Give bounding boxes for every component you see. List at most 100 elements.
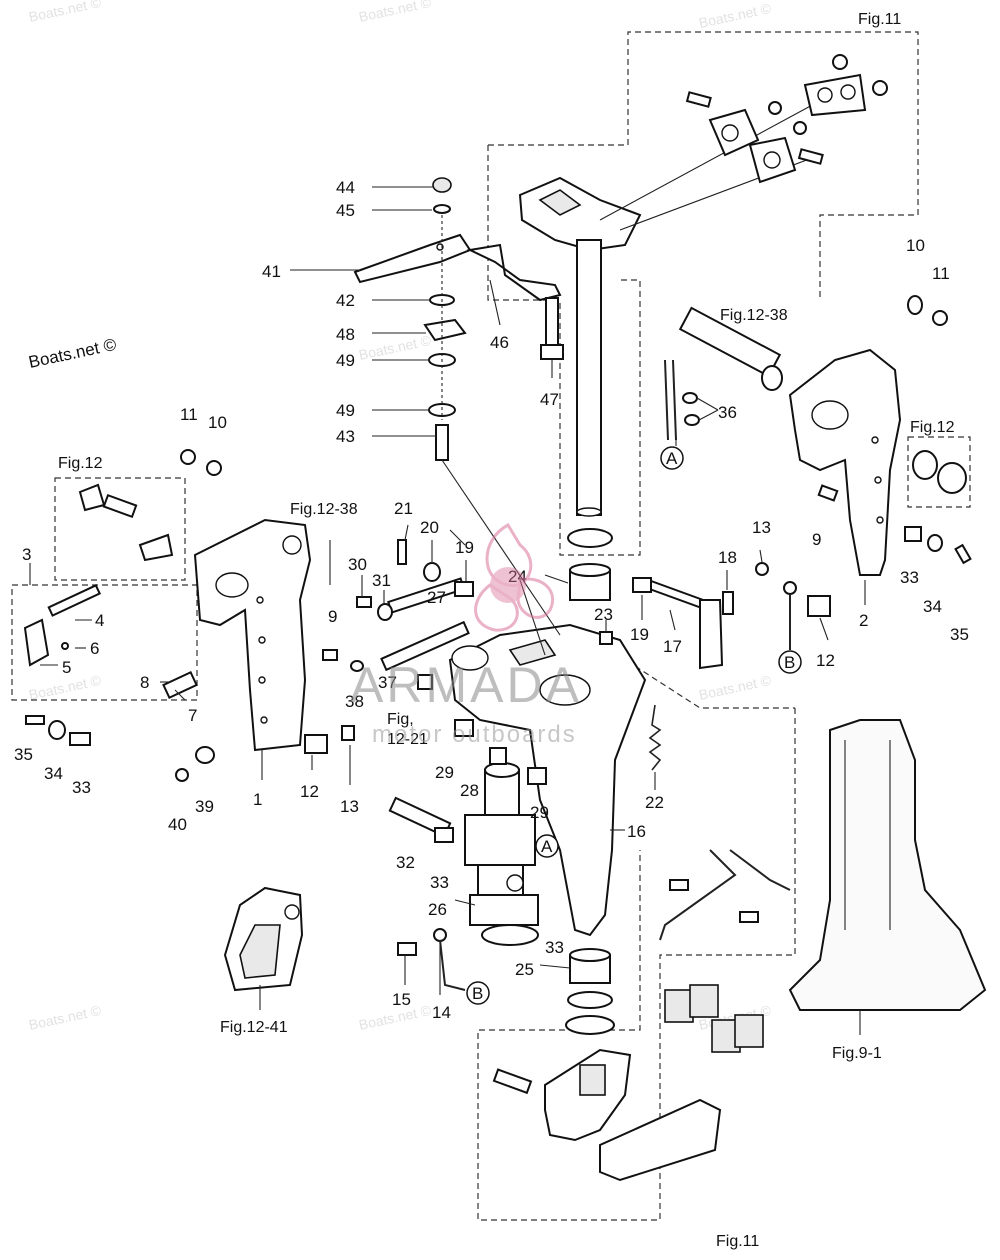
part-label-29-right: 29 bbox=[530, 803, 549, 822]
tilt-stop-lever-17 bbox=[632, 576, 734, 670]
fig11-top-box-right bbox=[488, 31, 919, 300]
watermark-text: Boats.net © bbox=[27, 0, 103, 25]
fig-ref-fig11-top: Fig.11 bbox=[858, 11, 901, 28]
part-label-49-upper: 49 bbox=[336, 351, 355, 370]
steering-arm-link-plate bbox=[803, 73, 867, 117]
part-label-41: 41 bbox=[262, 262, 281, 281]
lower-bushing-25 bbox=[565, 948, 615, 1035]
steering-friction-plate bbox=[466, 243, 562, 302]
part-label-39: 39 bbox=[195, 797, 214, 816]
left-bracket-bolts bbox=[25, 649, 355, 782]
part-label-44: 44 bbox=[336, 178, 355, 197]
part-label-31: 31 bbox=[372, 571, 391, 590]
svg-text:A: A bbox=[666, 449, 678, 468]
fig11-bottom-box bbox=[477, 708, 796, 1221]
part-label-37: 37 bbox=[378, 673, 397, 692]
part-label-34-left: 34 bbox=[44, 764, 63, 783]
svg-text:B: B bbox=[472, 984, 483, 1003]
misc-hardware-center bbox=[350, 539, 613, 785]
armada-sub-text: motor outboards bbox=[372, 721, 577, 748]
watermark-text: Boats.net © bbox=[27, 1002, 103, 1033]
part-label-47: 47 bbox=[540, 390, 559, 409]
part-label-13-right: 13 bbox=[752, 518, 771, 537]
part-label-30: 30 bbox=[348, 555, 367, 574]
part-label-19-right: 19 bbox=[630, 625, 649, 644]
part-label-23: 23 bbox=[594, 605, 613, 624]
part-label-5: 5 bbox=[62, 658, 71, 677]
fig-ref-fig12-21-line1: Fig, bbox=[387, 711, 414, 728]
part-label-4: 4 bbox=[95, 611, 104, 630]
part-label-38: 38 bbox=[345, 692, 364, 711]
swivel-bracket bbox=[448, 623, 647, 937]
part-label-12-left: 12 bbox=[300, 782, 319, 801]
part-label-10-left: 10 bbox=[208, 413, 227, 432]
part-label-9-right: 9 bbox=[812, 530, 821, 549]
small-bolts-top bbox=[685, 54, 888, 165]
fig11-bottom-box-link bbox=[609, 649, 795, 709]
part3-group-box bbox=[11, 584, 198, 701]
tilt-pins bbox=[388, 796, 454, 843]
part-label-8: 8 bbox=[140, 673, 149, 692]
part-label-40: 40 bbox=[168, 815, 187, 834]
steering-bracket-upper bbox=[518, 89, 841, 252]
part-label-35-left: 35 bbox=[14, 745, 33, 764]
part-label-19-left: 19 bbox=[455, 538, 474, 557]
tilt-handle bbox=[223, 886, 304, 992]
part-label-6: 6 bbox=[90, 639, 99, 658]
tilt-shaft bbox=[380, 577, 470, 672]
anode-bolts-36 bbox=[682, 392, 700, 426]
clamp-screw-fig12-38 bbox=[678, 306, 783, 391]
fig12-left-box bbox=[54, 477, 186, 581]
friction-lever-stack bbox=[353, 177, 472, 461]
part-label-1: 1 bbox=[253, 790, 262, 809]
part-label-13-left: 13 bbox=[340, 797, 359, 816]
dashed-reference-boxes bbox=[11, 31, 971, 1221]
boats-net-copyright: Boats.net © bbox=[27, 335, 119, 372]
clamp-bracket-left bbox=[193, 518, 312, 752]
fig-ref-fig12-right: Fig.12 bbox=[910, 419, 955, 436]
part-label-32: 32 bbox=[396, 853, 415, 872]
watermark-text: Boats.net © bbox=[697, 672, 773, 703]
part-label-33-low: 33 bbox=[545, 938, 564, 957]
callout-b-upper: B bbox=[778, 650, 802, 674]
trim-adjust-group bbox=[23, 584, 198, 700]
part-label-14: 14 bbox=[432, 1003, 451, 1022]
fig-ref-fig12-left: Fig.12 bbox=[58, 455, 103, 472]
part-label-18: 18 bbox=[718, 548, 737, 567]
part-label-28: 28 bbox=[460, 781, 479, 800]
armada-brand-text: ARMADA bbox=[350, 657, 582, 713]
part-number-labels: 1 2 3 4 5 6 7 8 9 9 10 10 11 11 12 12 13… bbox=[14, 178, 969, 1022]
part-label-33-right: 33 bbox=[900, 568, 919, 587]
part-label-46: 46 bbox=[490, 333, 509, 352]
part-label-45: 45 bbox=[336, 201, 355, 220]
part-label-36: 36 bbox=[718, 403, 737, 422]
return-spring-22 bbox=[648, 704, 662, 771]
right-bracket-hardware bbox=[755, 295, 972, 617]
part-label-12-right: 12 bbox=[816, 651, 835, 670]
fig-ref-fig11-bottom: Fig.11 bbox=[716, 1233, 759, 1250]
callout-a-upper: A bbox=[660, 446, 684, 470]
part-label-2: 2 bbox=[859, 611, 868, 630]
clamp-bracket-left-hardware bbox=[78, 449, 222, 562]
ground-wire-b-upper bbox=[783, 581, 797, 650]
fig11-top-box-left bbox=[487, 145, 641, 556]
part-label-22: 22 bbox=[645, 793, 664, 812]
part-label-20: 20 bbox=[420, 518, 439, 537]
part-label-49-lower: 49 bbox=[336, 401, 355, 420]
callout-a-lower: A bbox=[535, 834, 559, 858]
armada-logo-watermark: ARMADA motor outboards bbox=[350, 523, 582, 748]
lower-casing-fig9-1 bbox=[788, 719, 987, 1011]
part-label-33-mid: 33 bbox=[430, 873, 449, 892]
steering-shaft bbox=[576, 239, 602, 517]
part-label-9-left: 9 bbox=[328, 607, 337, 626]
part-label-43: 43 bbox=[336, 427, 355, 446]
part-label-10-right: 10 bbox=[906, 236, 925, 255]
clamp-bracket-right bbox=[788, 348, 902, 576]
part-label-16: 16 bbox=[627, 822, 646, 841]
tie-rod-brackets bbox=[708, 108, 797, 184]
fig-ref-fig12-38-left: Fig.12-38 bbox=[290, 501, 358, 518]
shaft-bushing-stack bbox=[567, 528, 613, 601]
part-label-17: 17 bbox=[663, 637, 682, 656]
leader-lines bbox=[29, 186, 866, 1035]
